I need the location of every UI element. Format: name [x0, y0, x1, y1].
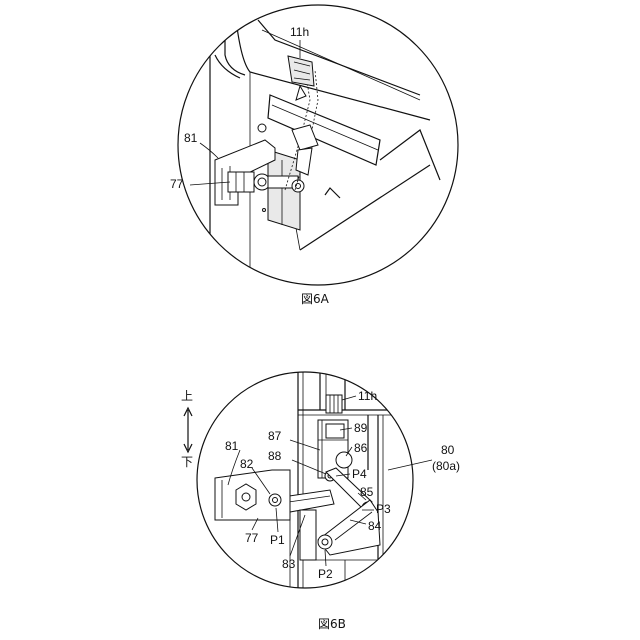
- label-82: 82: [240, 457, 254, 471]
- leader-81-6a: [200, 143, 218, 158]
- leader-87: [290, 440, 320, 450]
- figure-6a-caption: 図6A: [301, 292, 330, 306]
- label-89: 89: [354, 421, 368, 435]
- label-80a: (80a): [432, 459, 460, 473]
- label-11h-6b: 11h: [358, 389, 377, 403]
- figure-6a-mechanism: [210, 10, 440, 290]
- label-81-6b: 81: [225, 439, 239, 453]
- figure-6a: 11h 81 77 図6A: [170, 5, 458, 306]
- label-80: 80: [441, 443, 455, 457]
- label-11h-6a: 11h: [290, 25, 309, 39]
- label-86: 86: [354, 441, 368, 455]
- label-P4: P4: [352, 467, 367, 481]
- figure-6b: 上 下 11h 89 87 86 88 81 82 80 (80a) P: [181, 360, 460, 631]
- direction-down-label: 下: [181, 455, 193, 469]
- label-P2: P2: [318, 567, 333, 581]
- direction-up-label: 上: [181, 389, 193, 403]
- figure-6b-caption: 図6B: [318, 617, 346, 631]
- label-83: 83: [282, 557, 296, 571]
- direction-indicator: 上 下: [181, 389, 193, 469]
- label-77-6b: 77: [245, 531, 259, 545]
- leader-P2: [325, 550, 326, 566]
- leader-11h-6b: [342, 396, 356, 400]
- label-85: 85: [360, 485, 374, 499]
- label-P1: P1: [270, 533, 285, 547]
- label-84: 84: [368, 519, 382, 533]
- label-87: 87: [268, 429, 282, 443]
- label-77-6a: 77: [170, 177, 184, 191]
- label-81-6a: 81: [184, 131, 198, 145]
- label-88: 88: [268, 449, 282, 463]
- label-P3: P3: [376, 502, 391, 516]
- leader-80: [388, 460, 432, 470]
